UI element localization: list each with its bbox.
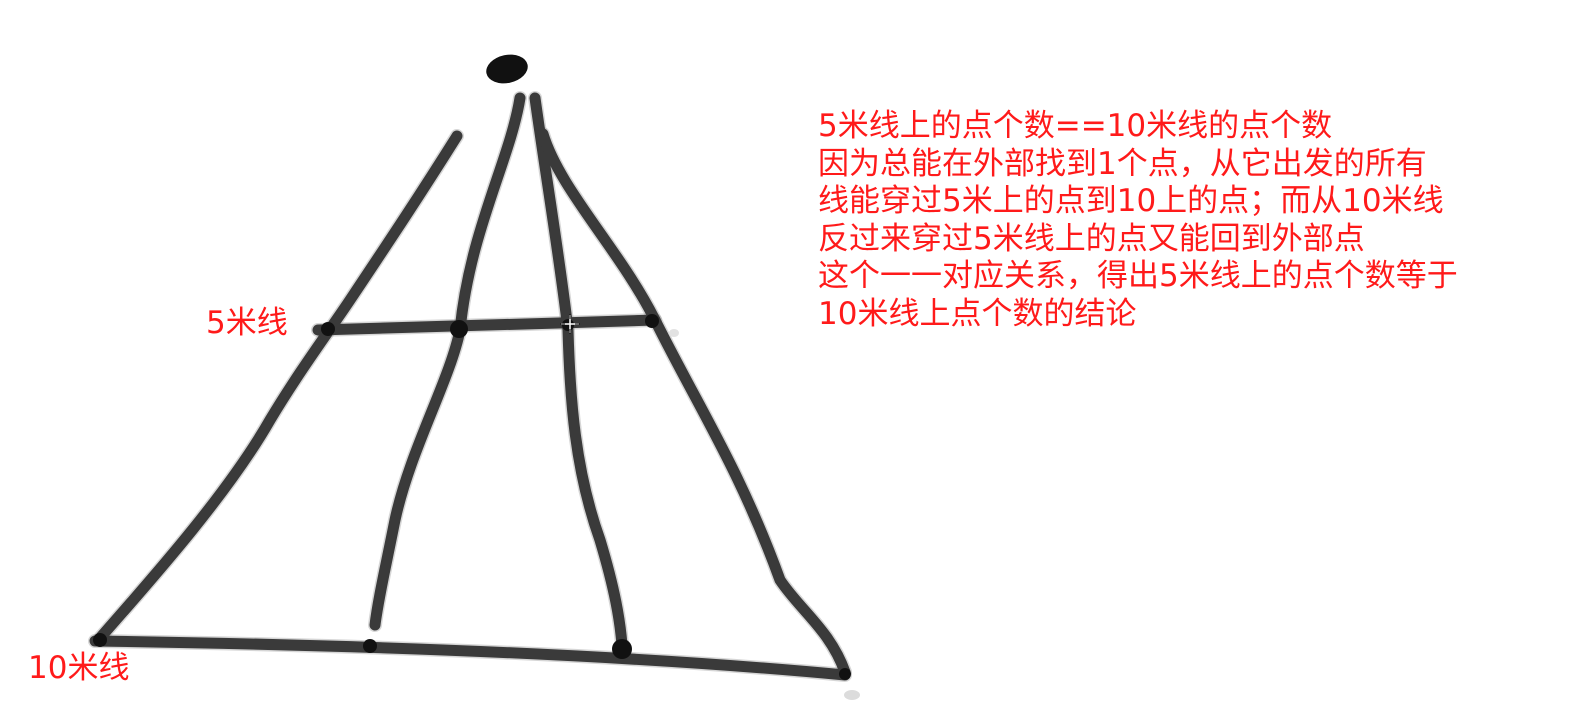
smudge-2 (669, 329, 679, 337)
explanation-line-5: 这个一一对应关系，得出5米线上的点个数等于 (818, 258, 1458, 294)
explanation-text: 5米线上的点个数==10米线的点个数 因为总能在外部找到1个点，从它出发的所有 … (818, 108, 1588, 333)
explanation-line-1: 5米线上的点个数==10米线的点个数 (818, 108, 1333, 144)
ten-meter-point-2 (363, 639, 377, 653)
external-point (486, 54, 528, 84)
explanation-line-4: 反过来穿过5米线上的点又能回到外部点 (818, 220, 1365, 257)
ten-meter-point-4 (839, 668, 851, 680)
five-meter-line (312, 314, 661, 336)
crosshair-cursor-outline (560, 314, 580, 334)
explanation-line-2: 因为总能在外部找到1个点，从它出发的所有 (818, 145, 1427, 182)
inner-line-2 (529, 92, 628, 651)
five-meter-point-1 (321, 322, 335, 336)
ten-meter-point-1 (93, 633, 107, 647)
left-edge-line (94, 130, 463, 644)
smudge-1 (844, 690, 860, 700)
stroke-halos (88, 91, 852, 682)
five-meter-point-4 (645, 314, 659, 328)
ten-meter-line-label: 10米线 (28, 650, 130, 686)
five-meter-line-label: 5米线 (206, 305, 288, 341)
ten-meter-line (89, 635, 851, 681)
right-edge-line (537, 128, 851, 678)
inner-line-1 (369, 92, 526, 631)
five-meter-point-3 (562, 319, 574, 331)
five-meter-point-2 (450, 320, 468, 338)
ten-meter-point-3 (612, 639, 632, 659)
explanation-line-6: 10米线上点个数的结论 (818, 295, 1137, 332)
explanation-line-3: 线能穿过5米上的点到10上的点；而从10米线 (818, 183, 1444, 219)
